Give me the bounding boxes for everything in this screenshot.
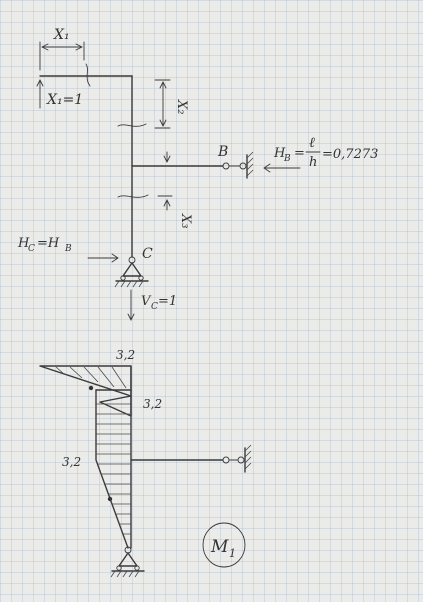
- m-support-c-hinge-right: [134, 565, 140, 571]
- x1-dimension-line: [39, 41, 85, 71]
- hb-lhs: H: [273, 146, 286, 161]
- section-cut-low: [117, 194, 149, 198]
- x3-dimension-ticks: [157, 165, 173, 197]
- hb-force-arrow: [263, 163, 301, 173]
- m-top-right-wedge: [99, 395, 132, 417]
- x1-dimension-arrows: [41, 43, 83, 51]
- hc-lhs: H: [17, 236, 30, 251]
- moment-diagram: 3,2 3,2 3,2 M 1: [39, 348, 252, 578]
- support-c-hatch: [114, 280, 144, 288]
- hinge-b-left: [222, 162, 230, 170]
- support-b-hatch: [246, 151, 254, 177]
- hb-equals: =: [294, 146, 305, 161]
- section-cut-mid: [117, 123, 147, 127]
- x2-dimension-line: [154, 79, 171, 129]
- x1-label: X₁: [53, 27, 70, 43]
- m-arm-hatch: [55, 366, 127, 389]
- frame-scheme: X₁ X₁=1 X₂ B H B = ℓ h =0,7273 X₃ H C =H…: [17, 27, 378, 322]
- x2-label: X₂: [174, 99, 189, 114]
- support-c-hinge-right: [138, 275, 144, 281]
- m1-sub: 1: [229, 547, 236, 560]
- hb-denominator: h: [309, 155, 317, 170]
- m-hinge-b-right: [237, 456, 245, 464]
- node-c-label: C: [142, 246, 153, 262]
- m-column-hatch: [96, 403, 131, 535]
- m-arm-triangle: [39, 365, 132, 397]
- x3-dimension-arrows: [163, 151, 171, 211]
- section-cut-top: [85, 63, 91, 87]
- hb-numerator: ℓ: [309, 135, 315, 151]
- x1-force-arrow: [36, 78, 44, 109]
- m1-name: M: [210, 537, 229, 557]
- m1-circle: [202, 522, 246, 568]
- m-column-outline: [95, 389, 129, 549]
- support-c-triangle: [122, 262, 142, 277]
- m-top-value: 3,2: [116, 348, 135, 362]
- hb-sub: B: [283, 154, 291, 164]
- m-hinge-b-left: [222, 456, 230, 464]
- hc-sub2: B: [64, 244, 72, 254]
- m-support-c-triangle: [118, 552, 138, 567]
- support-c-hinge-left: [120, 275, 126, 281]
- hc-sub: C: [28, 244, 35, 254]
- m-arm-point: [88, 385, 94, 391]
- vc-sub: C: [151, 302, 158, 312]
- x1-eq-label: X₁=1: [46, 92, 83, 108]
- m-column-point: [107, 496, 113, 502]
- hc-force-arrow: [87, 253, 119, 263]
- hb-value: =0,7273: [322, 147, 378, 162]
- vc-value: =1: [158, 294, 177, 309]
- hc-mid: =H: [37, 236, 60, 251]
- hinge-c: [128, 256, 136, 264]
- m-support-c-hatch: [110, 570, 140, 578]
- m-left-value: 3,2: [62, 455, 81, 469]
- node-b-label: B: [217, 144, 228, 160]
- hinge-b-right: [239, 162, 247, 170]
- x2-dimension-arrows: [159, 81, 167, 127]
- m-support-c-hinge-left: [116, 565, 122, 571]
- m-right-value: 3,2: [143, 397, 162, 411]
- vc-lhs: V: [141, 294, 152, 309]
- vc-force-arrow: [127, 289, 135, 322]
- m-support-b-hatch: [244, 444, 252, 470]
- x3-label: X₃: [178, 213, 193, 228]
